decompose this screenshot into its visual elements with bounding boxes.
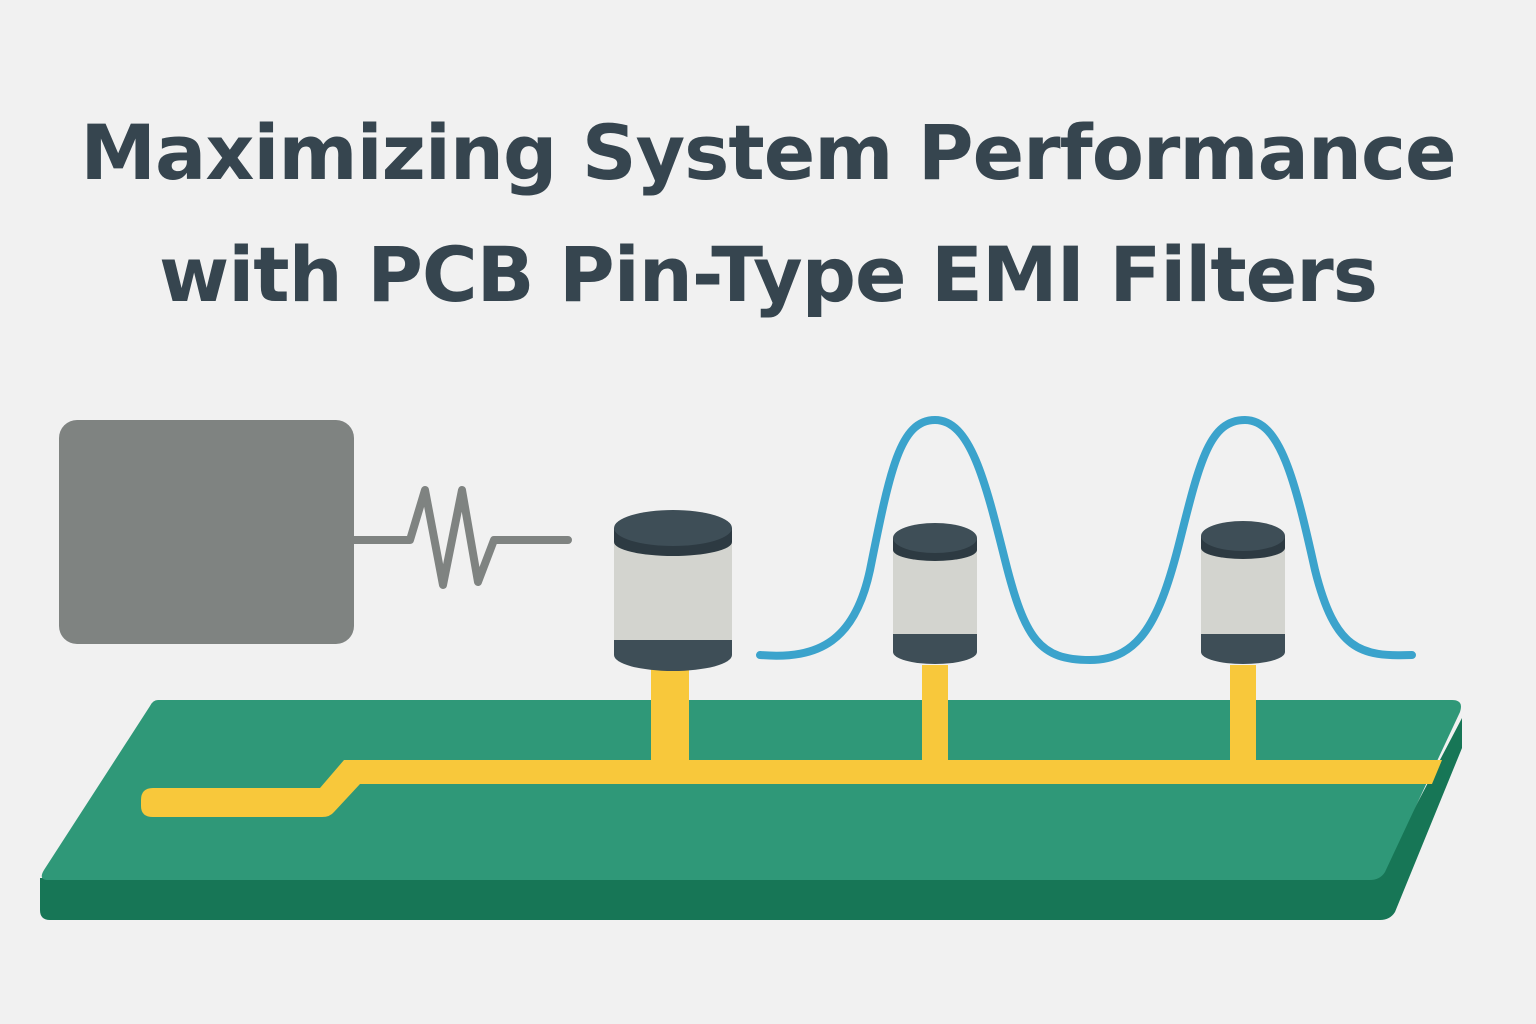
filter-base-3 <box>1201 634 1285 664</box>
filter-pin-1 <box>651 660 689 764</box>
noise-source-block <box>59 420 354 644</box>
resistor-zigzag-icon <box>350 486 572 589</box>
filter-base-2 <box>893 634 977 664</box>
filter-base-1 <box>614 640 732 671</box>
filter-cap-1 <box>614 510 732 546</box>
copper-trace <box>141 760 1442 817</box>
filter-cap-3 <box>1201 521 1285 551</box>
pin-type-emi-filter-2 <box>893 523 977 765</box>
title-line-1: Maximizing System Performance <box>80 108 1456 197</box>
filter-pin-2 <box>922 665 948 765</box>
pcb-board-top <box>41 700 1461 880</box>
pin-type-emi-filter-1 <box>614 510 732 764</box>
filter-cap-2 <box>893 523 977 553</box>
filter-pin-3 <box>1230 665 1256 765</box>
title-line-2: with PCB Pin-Type EMI Filters <box>159 230 1378 319</box>
page-title: Maximizing System Performance with PCB P… <box>0 92 1536 336</box>
pin-type-emi-filter-3 <box>1201 521 1285 765</box>
noise-sine-wave-icon <box>756 415 1416 665</box>
